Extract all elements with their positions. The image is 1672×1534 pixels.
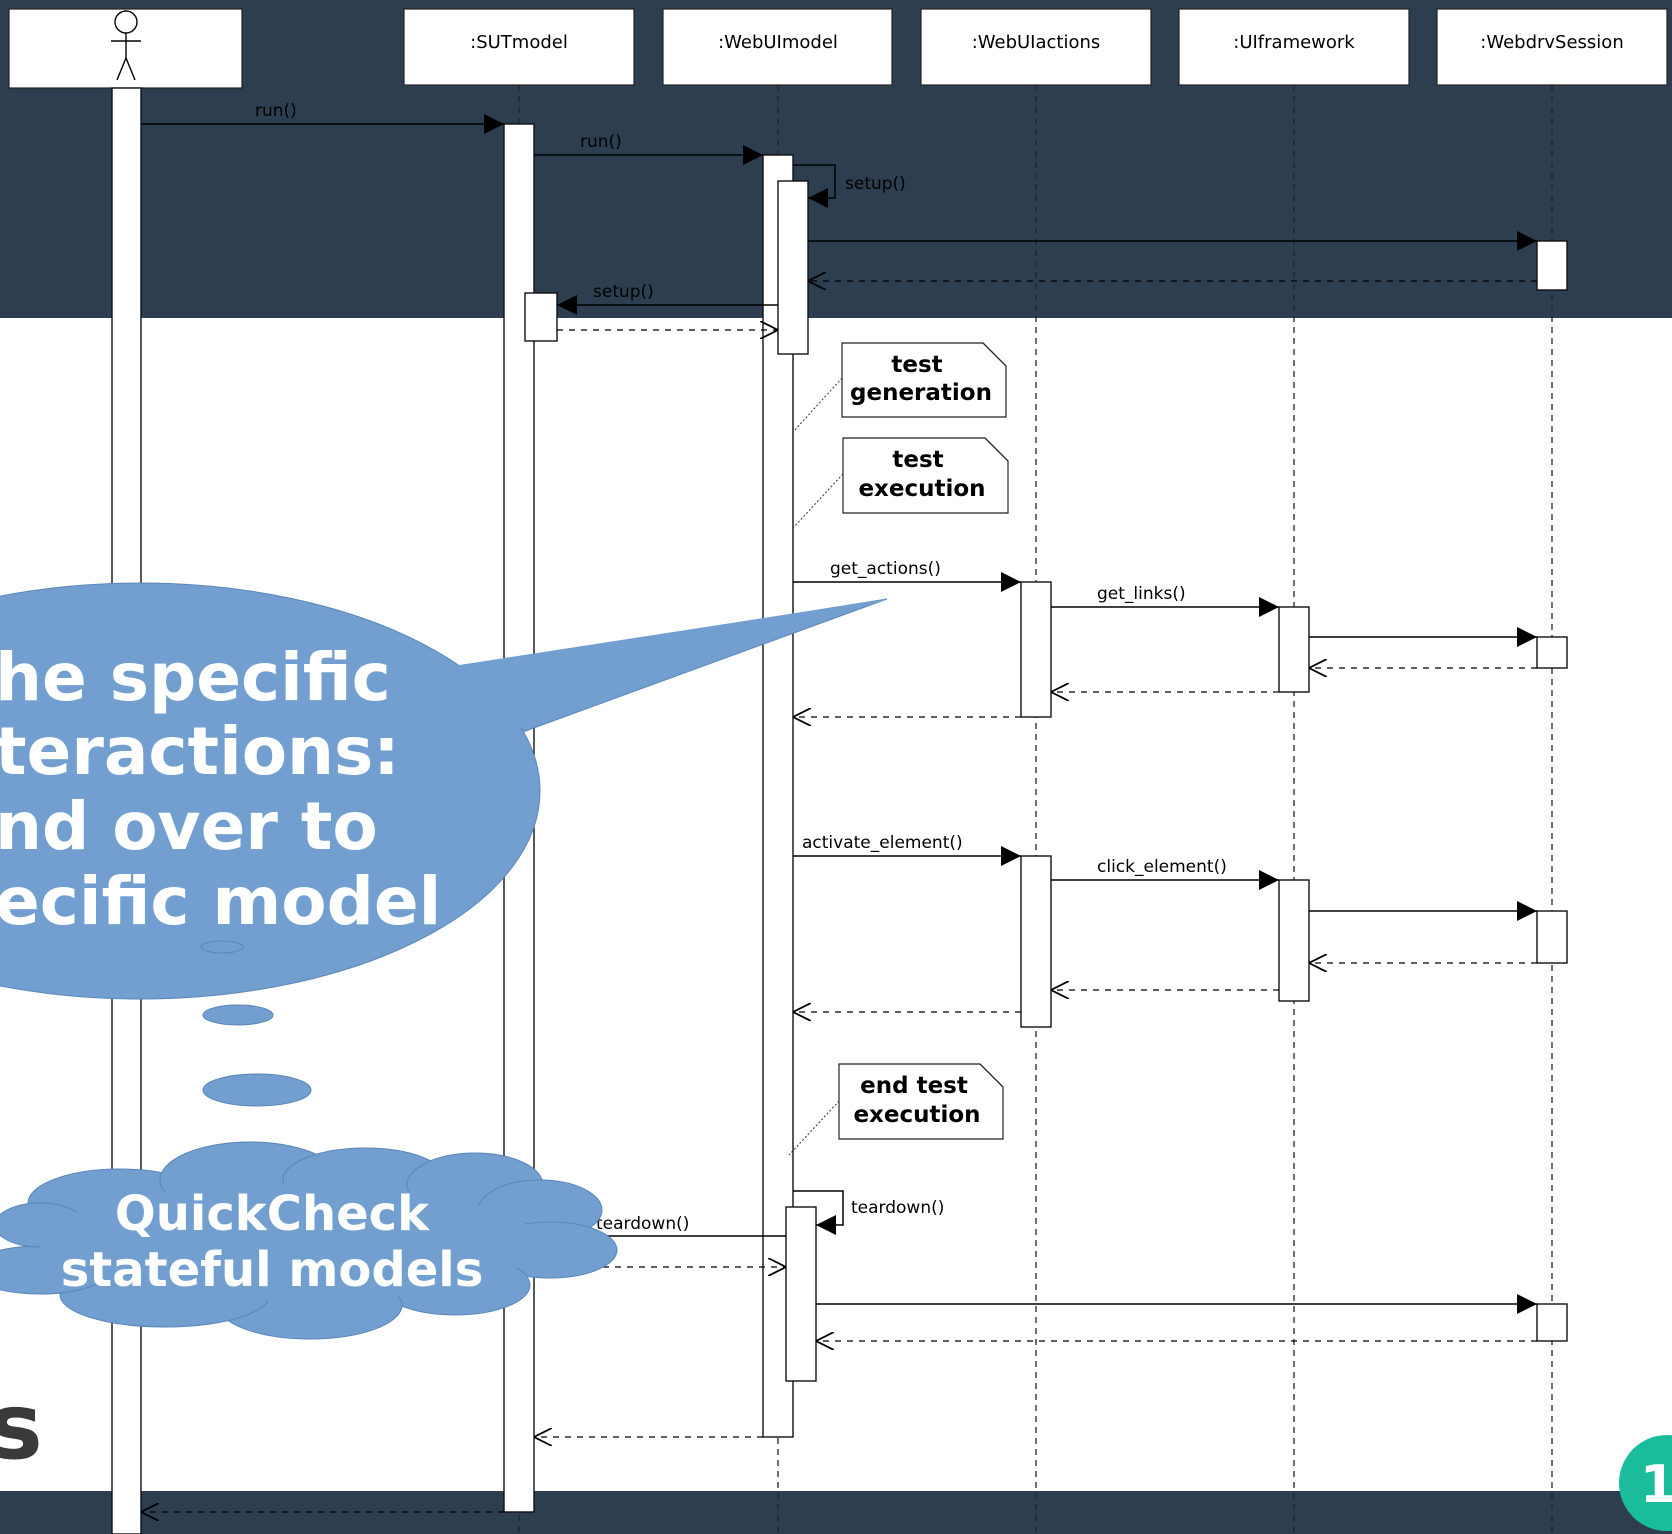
note-test-generation: test generation [792,342,1007,433]
svg-text:teardown(): teardown() [851,1198,944,1218]
svg-text:get_actions(): get_actions() [830,559,941,579]
message-setup-self: setup() [793,164,906,208]
slide-heading-fragment: s [0,1373,43,1480]
message-activate-element: activate_element() [793,833,1021,866]
participant-actor [8,8,243,89]
svg-text:run(): run() [255,101,297,121]
participant-uiframework: :UIframework [1178,8,1410,86]
callout-line: he specific [0,639,391,716]
svg-text:setup(): setup() [593,282,654,302]
callout-line: nd over to [0,788,378,865]
svg-text:teardown(): teardown() [596,1214,689,1234]
cloud-line: QuickCheck [115,1186,430,1242]
svg-text:setup(): setup() [845,174,906,194]
page-number: 1 [1640,1455,1672,1515]
activation-sutmodel-setup [524,292,558,342]
activation-webdrv-2 [1536,636,1568,669]
note-end-test-execution: end test execution [788,1063,1004,1156]
participant-label-webuimodel: :WebUImodel [718,32,838,53]
note-test-execution: test execution [792,437,1009,529]
activation-uiframework-get-links [1278,606,1310,693]
participant-label-uiframework: :UIframework [1233,32,1355,53]
note-line: execution [853,1102,980,1128]
note-line: test [891,352,942,378]
thought-dot-small [200,940,244,954]
speech-bubble-callout: he specific teractions: nd over to ecifi… [0,582,888,1000]
message-teardown-self: teardown() [793,1190,944,1235]
activation-webdrv-4 [1536,1303,1568,1342]
slide-footer-band [0,1491,1672,1534]
callout-line: ecific model [0,863,441,940]
callout-line: teractions: [0,713,400,790]
activation-webdrv-1 [1536,240,1568,291]
note-line: test [892,447,943,473]
message-setup-sut: setup() [557,282,778,315]
participant-sutmodel: :SUTmodel [403,8,635,86]
activation-webuimodel-setup [777,180,809,355]
participant-webuimodel: :WebUImodel [662,8,893,86]
participant-webdrvsession: :WebdrvSession [1436,8,1668,86]
thought-dot-large [202,1073,312,1107]
activation-webdrv-3 [1536,910,1568,964]
page-number-badge: 1 [1619,1435,1672,1531]
activation-webuiactions-get-actions [1020,581,1052,718]
message-run-1: run() [141,101,504,134]
message-get-actions: get_actions() [793,559,1021,592]
actor-stick-figure-icon [111,10,141,81]
participant-label-webuiactions: :WebUIactions [972,32,1101,53]
svg-text:get_links(): get_links() [1097,584,1186,604]
thought-dot-medium [202,1004,274,1026]
message-click-element: click_element() [1051,857,1279,890]
cloud-line: stateful models [61,1242,484,1298]
note-line: end test [860,1073,968,1099]
participant-label-sutmodel: :SUTmodel [470,32,568,53]
activation-webuiactions-activate [1020,855,1052,1028]
participant-label-webdrvsession: :WebdrvSession [1480,32,1623,53]
activation-uiframework-click [1278,879,1310,1002]
message-run-2: run() [534,132,763,165]
message-get-links: get_links() [1051,584,1279,617]
thought-cloud: QuickCheck stateful models [0,1141,618,1340]
svg-text:click_element(): click_element() [1097,857,1227,877]
activation-webuimodel-teardown [785,1206,817,1382]
participant-webuiactions: :WebUIactions [920,8,1152,86]
note-line: execution [858,476,985,502]
note-line: generation [850,380,992,406]
svg-text:run(): run() [580,132,622,152]
svg-text:activate_element(): activate_element() [802,833,963,853]
